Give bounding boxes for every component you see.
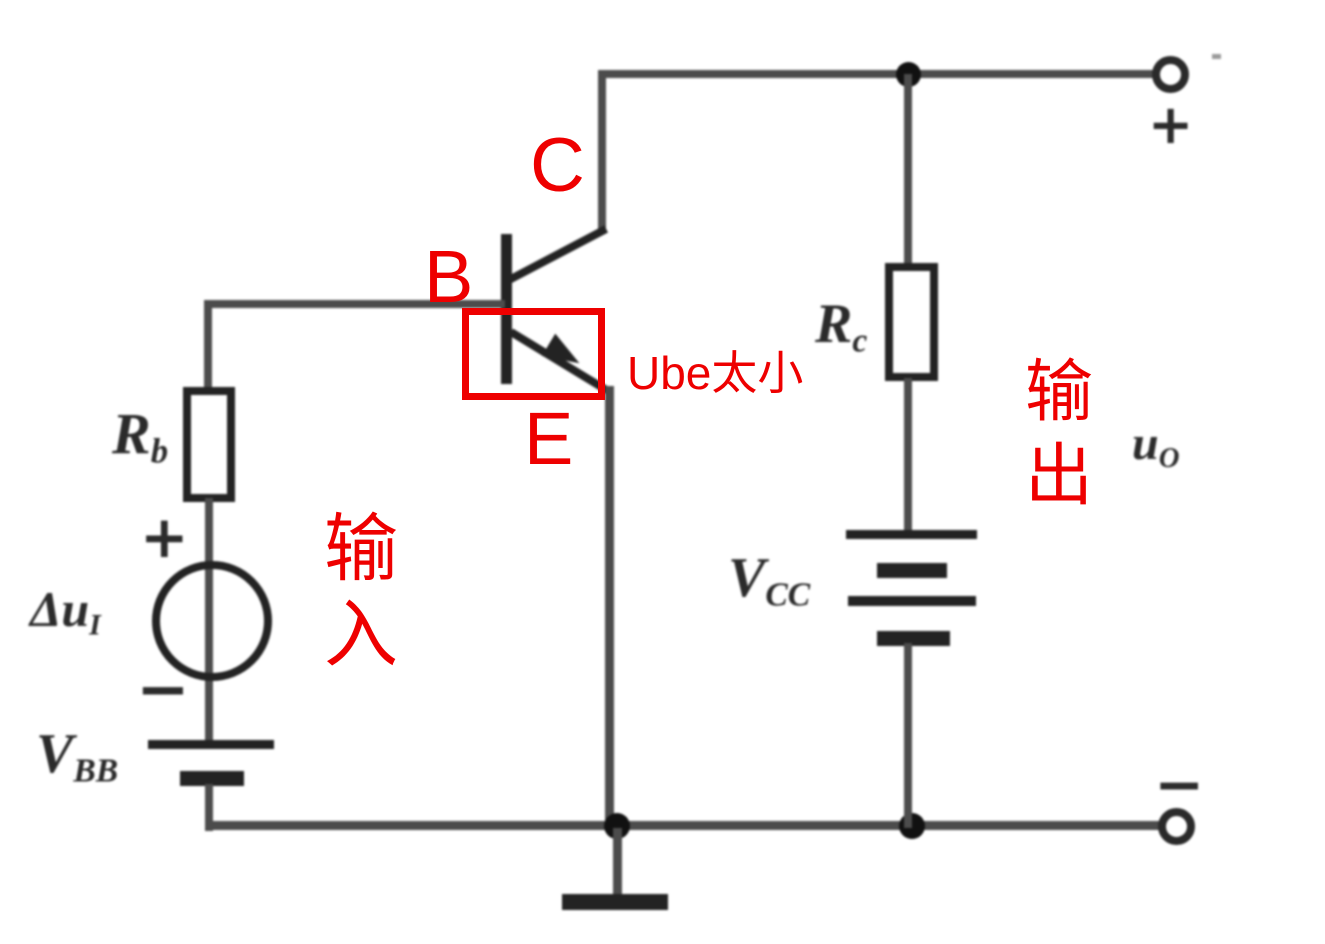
vcc-plate-short-1 — [877, 563, 947, 578]
vbb-plate-long — [148, 740, 274, 749]
vcc-label: VCC — [728, 547, 811, 614]
rc-wire-top — [904, 74, 912, 266]
vbb-label: VBB — [36, 723, 119, 790]
ground-stem-wire — [613, 828, 622, 898]
emitter-vertical-wire — [605, 386, 614, 826]
vcc-plate-short-2 — [877, 631, 950, 646]
rc-wire-bottom — [904, 378, 912, 534]
output-terminal-minus — [1158, 808, 1195, 845]
signal-source-circle — [152, 561, 272, 681]
resistor-rb — [183, 387, 235, 502]
rc-label: Rc — [815, 293, 868, 360]
base-terminal-label: B — [424, 235, 474, 318]
bottom-rail-wire — [205, 821, 1160, 830]
input-side-label: 输 入 — [324, 507, 398, 676]
vbb-plate-short — [180, 771, 244, 786]
output-voltage-label: uO — [1132, 417, 1180, 475]
collector-terminal-label: C — [530, 123, 585, 208]
scan-speck — [1212, 54, 1221, 59]
left-branch-wire-top — [204, 300, 212, 392]
source-plus-sign: + — [140, 503, 189, 571]
output-terminal-plus — [1152, 56, 1189, 93]
vcc-plate-long-1 — [846, 530, 977, 539]
input-source-label: ΔuI — [30, 581, 101, 642]
output-side-label: 输 出 — [1024, 354, 1093, 514]
ground-bar — [562, 894, 668, 910]
vcc-plate-long-2 — [848, 596, 976, 606]
source-minus-sign: − — [136, 653, 190, 727]
base-wire — [204, 300, 505, 308]
output-plus-sign: + — [1148, 93, 1194, 156]
vcc-junction-dot — [899, 813, 925, 839]
collector-vertical-wire — [598, 70, 606, 231]
emitter-terminal-label: E — [524, 397, 574, 480]
resistor-rc — [885, 263, 938, 381]
output-minus-sign: − — [1154, 750, 1205, 820]
vcc-wire-bottom — [904, 643, 912, 828]
be-junction-highlight-box — [462, 308, 605, 400]
rb-label: Rb — [112, 401, 169, 471]
top-rail-wire — [601, 70, 1157, 78]
left-branch-wire-bottom — [205, 784, 213, 831]
ube-note-label: Ube太小 — [627, 347, 804, 399]
